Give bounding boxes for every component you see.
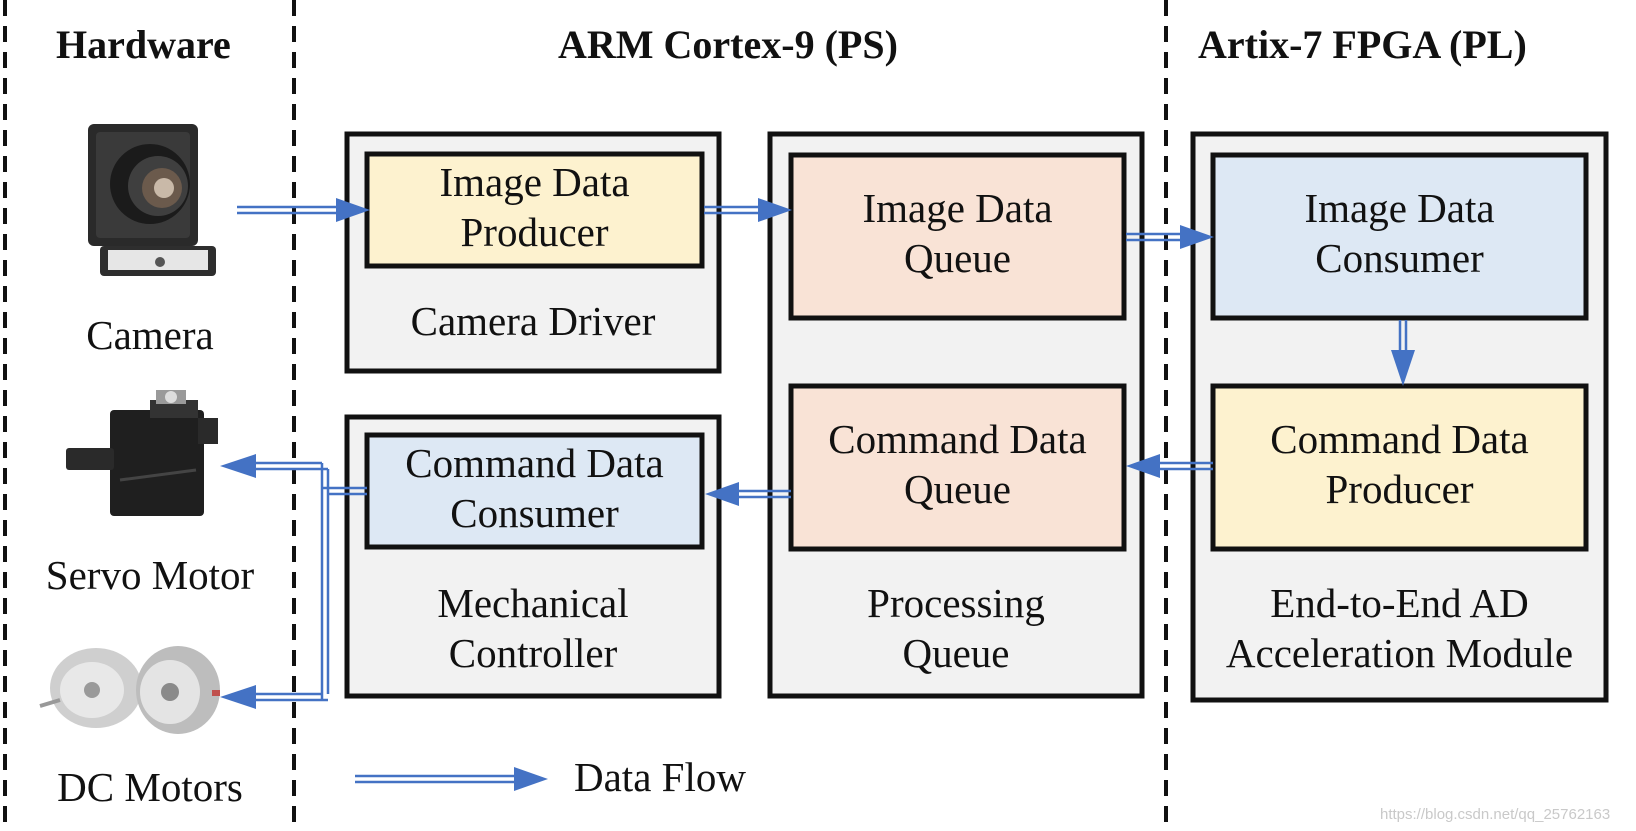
header-pl: Artix-7 FPGA (PL) [1198, 22, 1527, 67]
text-line: Producer [1325, 466, 1474, 513]
arrow-command-queue-to-consumer [705, 482, 791, 506]
text-line: Consumer [1315, 235, 1484, 282]
text-line: Queue [902, 630, 1010, 677]
label-dc-motors: DC Motors [57, 764, 243, 810]
text-line: Image Data [862, 185, 1053, 231]
text-line: Command Data [405, 440, 664, 486]
text-line: End-to-End AD [1270, 580, 1529, 626]
label-processing-queue: Processing Queue [770, 578, 1142, 678]
text-line: Processing [867, 580, 1045, 626]
block-command-queue [788, 383, 1127, 552]
header-ps: ARM Cortex-9 (PS) [558, 22, 898, 67]
text-line: Image Data [439, 159, 630, 205]
label-ad-module: End-to-End AD Acceleration Module [1193, 578, 1606, 678]
arrow-consumer-to-motors [220, 454, 367, 709]
text-line: Mechanical [437, 580, 629, 626]
text-image-producer: Image Data Producer [367, 157, 702, 257]
arrow-producer-to-image-queue [704, 198, 792, 222]
dc-motors-icon [39, 646, 220, 734]
text-line: Queue [903, 235, 1011, 282]
block-image-queue [788, 152, 1127, 321]
header-hardware: Hardware [56, 22, 231, 67]
arrow-consumer-to-command-producer [1391, 320, 1415, 386]
arrow-image-queue-to-consumer [1126, 225, 1214, 249]
block-image-consumer [1210, 152, 1589, 321]
arrow-command-producer-to-queue [1126, 454, 1213, 478]
text-line: Command Data [828, 416, 1087, 462]
text-line: Command Data [1270, 416, 1529, 462]
text-line: Queue [903, 466, 1011, 513]
label-mechanical-controller: Mechanical Controller [347, 578, 719, 678]
legend-arrow [355, 767, 548, 791]
text-command-producer: Command Data Producer [1213, 414, 1586, 514]
block-command-producer [1210, 383, 1589, 552]
block-command-consumer [364, 432, 705, 550]
legend-label: Data Flow [574, 754, 746, 800]
label-camera-driver: Camera Driver [410, 298, 656, 344]
arrow-camera-to-producer [237, 198, 370, 222]
servo-motor-icon [66, 390, 218, 516]
text-line: Consumer [450, 490, 619, 537]
text-command-consumer: Command Data Consumer [367, 438, 702, 538]
camera-icon [88, 124, 216, 276]
text-image-consumer: Image Data Consumer [1213, 183, 1586, 283]
label-camera: Camera [86, 312, 214, 358]
text-command-queue: Command Data Queue [791, 414, 1124, 514]
text-image-queue: Image Data Queue [791, 183, 1124, 283]
text-line: Producer [460, 209, 609, 256]
text-line: Image Data [1304, 185, 1495, 231]
text-line: Controller [448, 630, 618, 677]
watermark: https://blog.csdn.net/qq_25762163 [1380, 806, 1611, 823]
label-servo-motor: Servo Motor [45, 552, 255, 598]
text-line: Acceleration Module [1225, 630, 1574, 677]
